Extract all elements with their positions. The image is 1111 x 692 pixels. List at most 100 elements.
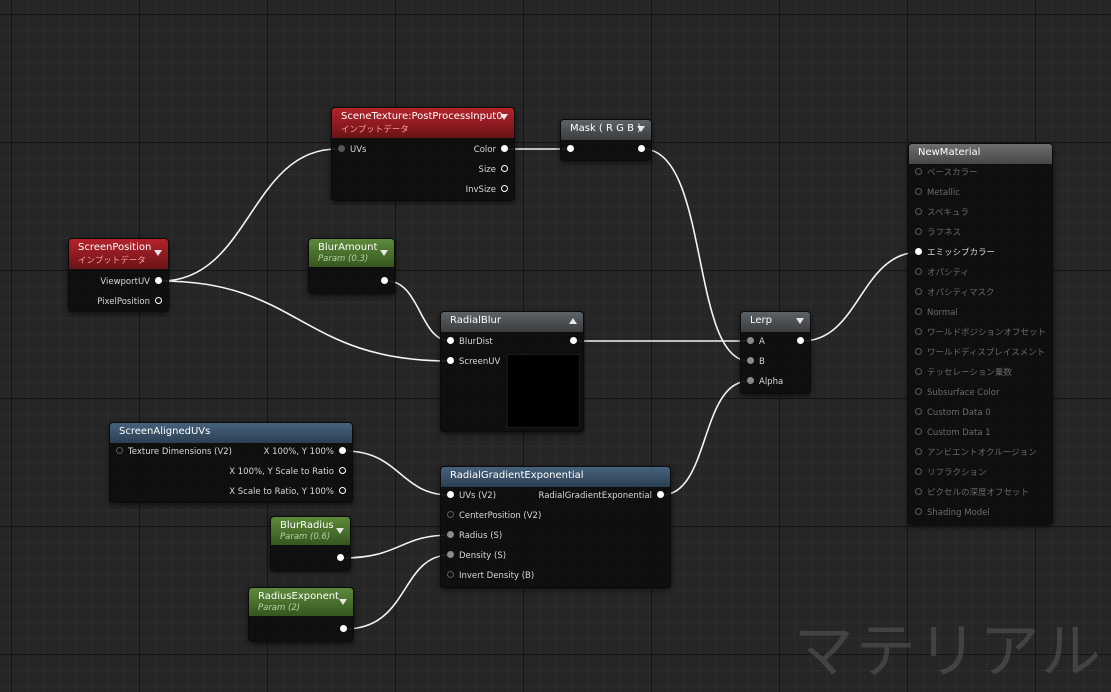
node-new-material[interactable]: NewMaterial ベースカラー Metallic スペキュラ ラフネス エ… bbox=[908, 143, 1053, 525]
node-header[interactable]: RadialGradientExponential bbox=[441, 467, 670, 487]
collapse-arrow-icon[interactable] bbox=[380, 250, 388, 256]
node-lerp[interactable]: Lerp A B Alpha bbox=[740, 311, 811, 394]
output-pin-row[interactable] bbox=[565, 336, 577, 348]
node-header[interactable]: ScreenPosition インプットデータ bbox=[69, 239, 168, 269]
input-pin-icon[interactable] bbox=[915, 448, 922, 455]
input-pin-icon[interactable] bbox=[915, 168, 922, 175]
output-pin-icon[interactable] bbox=[570, 337, 577, 344]
node-header[interactable]: BlurRadius Param (0.6) bbox=[271, 517, 350, 545]
material-input-shading-model[interactable]: Shading Model bbox=[915, 507, 990, 519]
input-pin-icon[interactable] bbox=[915, 208, 922, 215]
collapse-arrow-icon[interactable] bbox=[339, 599, 347, 605]
collapse-arrow-icon[interactable] bbox=[796, 318, 804, 324]
input-pin-row[interactable]: Density (S) bbox=[447, 550, 506, 562]
input-pin-icon[interactable] bbox=[447, 551, 454, 558]
input-pin-icon[interactable] bbox=[915, 428, 922, 435]
node-screen-aligned-uvs[interactable]: ScreenAlignedUVs Texture Dimensions (V2)… bbox=[109, 422, 353, 503]
node-header[interactable]: RadialBlur bbox=[441, 312, 583, 332]
input-pin-icon[interactable] bbox=[915, 488, 922, 495]
output-pin-row[interactable]: Color bbox=[474, 144, 508, 156]
output-pin-icon[interactable] bbox=[797, 337, 804, 344]
node-blur-amount[interactable]: BlurAmount Param (0.3) bbox=[308, 238, 395, 294]
output-pin-row[interactable]: X 100%, Y 100% bbox=[264, 446, 346, 458]
output-pin-icon[interactable] bbox=[339, 467, 346, 474]
collapse-arrow-icon[interactable] bbox=[500, 114, 508, 120]
input-pin-icon[interactable] bbox=[915, 288, 922, 295]
node-radial-gradient-exponential[interactable]: RadialGradientExponential UVs (V2) Radia… bbox=[440, 466, 671, 588]
material-input-opacity-mask[interactable]: オパシティマスク bbox=[915, 287, 995, 299]
node-header[interactable]: BlurAmount Param (0.3) bbox=[309, 239, 394, 267]
node-header[interactable]: Lerp bbox=[741, 312, 810, 332]
material-input-tessellation-multiplier[interactable]: テッセレーション乗数 bbox=[915, 367, 1012, 379]
material-input-base-color[interactable]: ベースカラー bbox=[915, 167, 978, 179]
input-pin-icon[interactable] bbox=[915, 328, 922, 335]
input-pin-icon[interactable] bbox=[915, 468, 922, 475]
collapse-arrow-icon[interactable] bbox=[569, 318, 577, 324]
input-pin-icon[interactable] bbox=[915, 228, 922, 235]
material-input-custom-data-0[interactable]: Custom Data 0 bbox=[915, 407, 991, 419]
input-pin-row[interactable]: Radius (S) bbox=[447, 530, 502, 542]
material-input-pixel-depth-offset[interactable]: ピクセルの深度オフセット bbox=[915, 487, 1029, 499]
node-header[interactable]: ScreenAlignedUVs bbox=[110, 423, 352, 443]
node-blur-radius[interactable]: BlurRadius Param (0.6) bbox=[270, 516, 351, 571]
material-input-world-displacement[interactable]: ワールドディスプレイスメント bbox=[915, 347, 1045, 359]
input-pin-icon[interactable] bbox=[915, 388, 922, 395]
output-pin-row[interactable] bbox=[335, 624, 347, 636]
collapse-arrow-icon[interactable] bbox=[154, 250, 162, 256]
node-screen-position[interactable]: ScreenPosition インプットデータ ViewportUV Pixel… bbox=[68, 238, 169, 312]
input-pin-icon[interactable] bbox=[447, 531, 454, 538]
input-pin-icon[interactable] bbox=[747, 337, 754, 344]
input-pin-icon[interactable] bbox=[338, 145, 345, 152]
input-pin-row[interactable] bbox=[567, 144, 579, 156]
material-input-roughness[interactable]: ラフネス bbox=[915, 227, 961, 239]
input-pin-row[interactable]: Texture Dimensions (V2) bbox=[116, 446, 232, 458]
input-pin-row[interactable]: CenterPosition (V2) bbox=[447, 510, 541, 522]
material-input-refraction[interactable]: リフラクション bbox=[915, 467, 987, 479]
material-input-subsurface-color[interactable]: Subsurface Color bbox=[915, 387, 1000, 399]
collapse-arrow-icon[interactable] bbox=[336, 528, 344, 534]
input-pin-icon[interactable] bbox=[915, 408, 922, 415]
output-pin-icon[interactable] bbox=[501, 165, 508, 172]
node-header[interactable]: NewMaterial bbox=[909, 144, 1052, 164]
input-pin-row[interactable]: Alpha bbox=[747, 376, 783, 388]
input-pin-icon[interactable] bbox=[116, 447, 123, 454]
output-pin-icon[interactable] bbox=[657, 491, 664, 498]
node-header[interactable]: Mask ( R G B ) bbox=[561, 120, 651, 140]
output-pin-row[interactable]: X Scale to Ratio, Y 100% bbox=[229, 486, 346, 498]
output-pin-row[interactable] bbox=[633, 144, 645, 156]
output-pin-row[interactable]: ViewportUV bbox=[100, 276, 162, 288]
output-pin-icon[interactable] bbox=[501, 145, 508, 152]
material-input-metallic[interactable]: Metallic bbox=[915, 187, 960, 199]
node-radial-blur[interactable]: RadialBlur BlurDist ScreenUV bbox=[440, 311, 584, 432]
input-pin-row[interactable]: A bbox=[747, 336, 765, 348]
output-pin-icon[interactable] bbox=[337, 554, 344, 561]
node-header[interactable]: SceneTexture:PostProcessInput0 インプットデータ bbox=[332, 108, 514, 138]
input-pin-row[interactable]: BlurDist bbox=[447, 336, 493, 348]
material-input-emissive-color[interactable]: エミッシブカラー bbox=[915, 247, 995, 259]
material-input-custom-data-1[interactable]: Custom Data 1 bbox=[915, 427, 991, 439]
input-pin-row[interactable]: Invert Density (B) bbox=[447, 570, 534, 582]
input-pin-icon[interactable] bbox=[447, 571, 454, 578]
output-pin-row[interactable]: Size bbox=[479, 164, 508, 176]
input-pin-icon[interactable] bbox=[747, 377, 754, 384]
collapse-arrow-icon[interactable] bbox=[637, 126, 645, 132]
node-radius-exponent[interactable]: RadiusExponent Param (2) bbox=[248, 587, 354, 642]
output-pin-row[interactable]: X 100%, Y Scale to Ratio bbox=[229, 466, 346, 478]
output-pin-icon[interactable] bbox=[381, 277, 388, 284]
output-pin-row[interactable]: RadialGradientExponential bbox=[538, 490, 664, 502]
input-pin-icon[interactable] bbox=[915, 368, 922, 375]
input-pin-icon[interactable] bbox=[915, 508, 922, 515]
input-pin-icon[interactable] bbox=[915, 188, 922, 195]
output-pin-icon[interactable] bbox=[339, 487, 346, 494]
input-pin-icon[interactable] bbox=[915, 268, 922, 275]
input-pin-icon[interactable] bbox=[915, 308, 922, 315]
material-input-ambient-occlusion[interactable]: アンビエントオクルージョン bbox=[915, 447, 1037, 459]
input-pin-icon[interactable] bbox=[915, 248, 922, 255]
material-input-specular[interactable]: スペキュラ bbox=[915, 207, 969, 219]
material-input-world-position-offset[interactable]: ワールドポジションオフセット bbox=[915, 327, 1046, 339]
output-pin-icon[interactable] bbox=[340, 625, 347, 632]
output-pin-row[interactable]: PixelPosition bbox=[97, 296, 162, 308]
node-header[interactable]: RadiusExponent Param (2) bbox=[249, 588, 353, 616]
output-pin-icon[interactable] bbox=[155, 277, 162, 284]
node-scene-texture[interactable]: SceneTexture:PostProcessInput0 インプットデータ … bbox=[331, 107, 515, 201]
